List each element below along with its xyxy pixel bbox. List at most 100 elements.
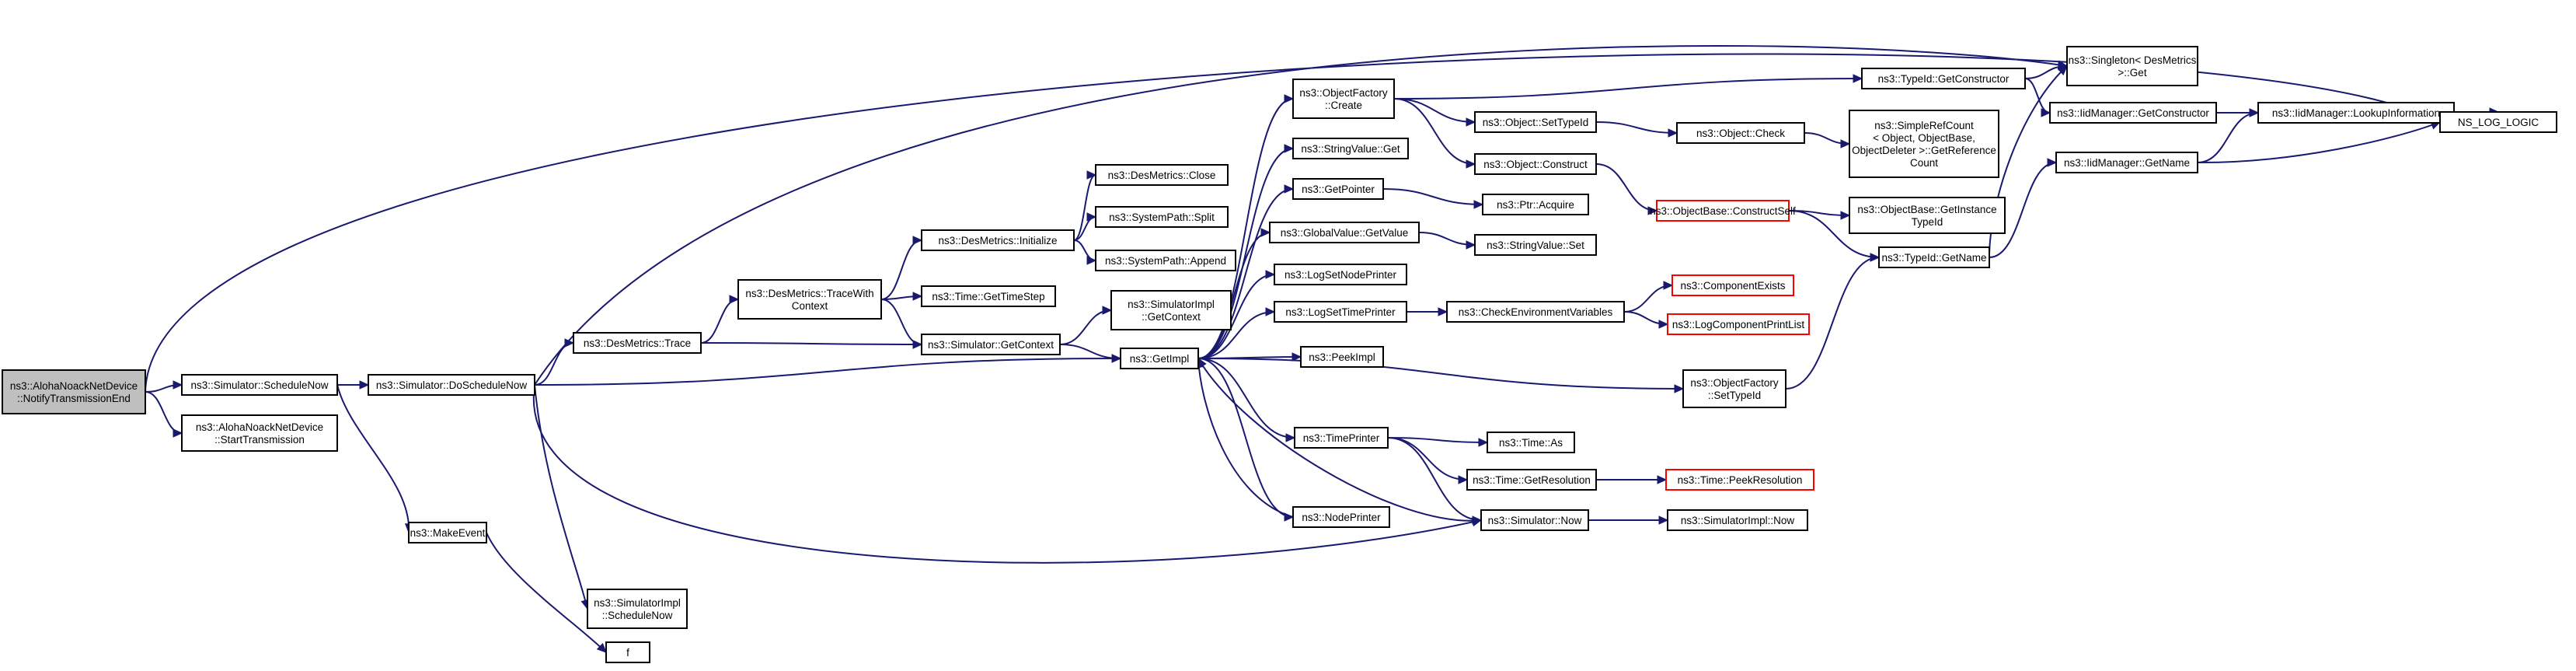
node-box [1466, 469, 1597, 491]
edge-line [145, 391, 183, 434]
node-box [1274, 264, 1407, 285]
node-f[interactable]: f [605, 641, 650, 663]
node-label: ns3::Simulator::ScheduleNow [190, 379, 328, 391]
edge-line [880, 299, 922, 345]
node-doSched[interactable]: ns3::Simulator::DoScheduleNow [368, 374, 535, 396]
edge-line [486, 532, 607, 653]
arrow-head [1102, 306, 1113, 315]
edge-getContext-to-getImpl [1059, 344, 1122, 363]
node-obConstruct[interactable]: ns3::ObjectBase::ConstructSelf [1650, 200, 1796, 222]
edge-timePrinter-to-getRes [1387, 437, 1469, 484]
arrow-head [912, 236, 923, 245]
node-checkEnv[interactable]: ns3::CheckEnvironmentVariables [1446, 301, 1625, 323]
node-svGet[interactable]: ns3::StringValue::Get [1292, 138, 1409, 159]
edge-line [1785, 257, 1880, 390]
node-nsLog[interactable]: NS_LOG_LOGIC [2439, 111, 2557, 133]
edge-line [1197, 358, 1482, 522]
node-schedNow[interactable]: ns3::Simulator::ScheduleNow [181, 374, 338, 396]
edge-getContext-to-implGetCtx [1059, 306, 1113, 345]
node-label: ns3::Time::As [1499, 437, 1563, 449]
node-implNow[interactable]: ns3::SimulatorImpl::Now [1667, 509, 1808, 531]
edge-line [2197, 112, 2259, 163]
node-logTime[interactable]: ns3::LogSetTimePrinter [1274, 301, 1407, 323]
node-timeAs[interactable]: ns3::Time::As [1487, 432, 1575, 453]
edge-line [880, 239, 922, 300]
node-iidLookup[interactable]: ns3::IidManager::LookupInformation [2257, 102, 2455, 124]
node-ptrAcquire[interactable]: ns3::Ptr::Acquire [1482, 194, 1589, 215]
edge-dmInit-to-spSplit [1073, 212, 1097, 241]
edge-dmInit-to-dmClose [1073, 170, 1097, 241]
arrow-head [1086, 170, 1097, 180]
node-singleton[interactable]: ns3::Singleton< DesMetrics >::Get [2066, 46, 2198, 86]
arrow-head [1284, 144, 1295, 153]
node-label: ns3::GlobalValue::GetValue [1281, 227, 1409, 239]
node-startTx[interactable]: ns3::AlohaNoackNetDevice::StartTransmiss… [181, 414, 338, 452]
edge-checkEnv-to-compExists [1623, 281, 1674, 313]
node-svSet[interactable]: ns3::StringValue::Set [1474, 234, 1597, 256]
node-label: ns3::Time::PeekResolution [1678, 474, 1803, 486]
node-box [2439, 111, 2557, 133]
edge-makeEvent-to-f [486, 532, 607, 653]
node-implSched[interactable]: ns3::SimulatorImpl::ScheduleNow [587, 589, 688, 629]
node-iidGetCons[interactable]: ns3::IidManager::GetConstructor [2049, 102, 2217, 124]
node-getRes[interactable]: ns3::Time::GetResolution [1466, 469, 1597, 491]
node-tidGetCons[interactable]: ns3::TypeId::GetConstructor [1861, 68, 2026, 89]
node-label: ns3::Ptr::Acquire [1497, 199, 1574, 211]
node-box [1120, 348, 1199, 369]
node-box [921, 285, 1056, 307]
arrow-head [1658, 320, 1669, 329]
edge-dmTrace-to-getContext [700, 340, 923, 349]
node-spSplit[interactable]: ns3::SystemPath::Split [1095, 206, 1229, 228]
node-box [1656, 200, 1790, 222]
node-objCheck[interactable]: ns3::Object::Check [1676, 122, 1805, 144]
node-dmTrace[interactable]: ns3::DesMetrics::Trace [573, 332, 702, 354]
node-makeEvent[interactable]: ns3::MakeEvent [408, 522, 487, 543]
node-label: ns3::LogSetNodePrinter [1285, 269, 1397, 281]
node-gvGetValue[interactable]: ns3::GlobalValue::GetValue [1269, 222, 1420, 243]
node-label: ns3::IidManager::GetConstructor [2057, 107, 2209, 119]
node-nodePrinter[interactable]: ns3::NodePrinter [1292, 506, 1390, 528]
node-implGetCtx[interactable]: ns3::SimulatorImpl::GetContext [1110, 290, 1232, 330]
arrow-head [1657, 475, 1668, 484]
node-dmClose[interactable]: ns3::DesMetrics::Close [1095, 164, 1229, 186]
node-timePrinter[interactable]: ns3::TimePrinter [1294, 427, 1389, 449]
arrow-head [1086, 212, 1097, 222]
node-root[interactable]: ns3::AlohaNoackNetDevice::NotifyTransmis… [2, 369, 146, 414]
node-label: ns3::MakeEvent [410, 527, 486, 539]
node-label: ObjectDeleter >::GetReference [1852, 145, 1996, 156]
node-simNow[interactable]: ns3::Simulator::Now [1480, 509, 1589, 531]
node-label: ns3::GetPointer [1302, 183, 1375, 195]
node-logNode[interactable]: ns3::LogSetNodePrinter [1274, 264, 1407, 285]
node-getImpl[interactable]: ns3::GetImpl [1120, 348, 1199, 369]
node-dmInit[interactable]: ns3::DesMetrics::Initialize [921, 229, 1075, 251]
edge-construct-to-obConstruct [1595, 163, 1658, 215]
node-getContext[interactable]: ns3::Simulator::GetContext [921, 334, 1061, 355]
arrow-head [1647, 206, 1658, 215]
node-peekImpl[interactable]: ns3::PeekImpl [1300, 346, 1384, 368]
arrow-head [1674, 384, 1685, 393]
node-logPrint[interactable]: ns3::LogComponentPrintList [1667, 313, 1810, 335]
arrow-head [1265, 307, 1276, 316]
node-ofCreate[interactable]: ns3::ObjectFactory::Create [1292, 79, 1395, 119]
node-srcDelete[interactable]: ns3::SimpleRefCount< Object, ObjectBase,… [1849, 110, 1999, 178]
arrow-head [1260, 228, 1271, 237]
node-spAppend[interactable]: ns3::SystemPath::Append [1095, 250, 1236, 271]
node-label: ::ScheduleNow [602, 610, 673, 621]
node-setTypeId[interactable]: ns3::Object::SetTypeId [1474, 111, 1597, 133]
node-construct[interactable]: ns3::Object::Construct [1474, 153, 1597, 175]
node-getPointer[interactable]: ns3::GetPointer [1292, 178, 1384, 200]
node-peekRes[interactable]: ns3::Time::PeekResolution [1665, 469, 1814, 491]
arrow-head [1086, 256, 1097, 265]
node-box [368, 374, 535, 396]
node-tidGetName[interactable]: ns3::TypeId::GetName [1878, 246, 1990, 268]
edge-line [1595, 121, 1678, 134]
edge-line [1595, 163, 1657, 211]
node-label: ns3::ObjectBase::GetInstance [1857, 204, 1996, 215]
node-getTimeStep[interactable]: ns3::Time::GetTimeStep [921, 285, 1056, 307]
edge-line [700, 342, 922, 345]
node-ofSetTid[interactable]: ns3::ObjectFactory::SetTypeId [1682, 369, 1786, 408]
node-iidGetName[interactable]: ns3::IidManager::GetName [2055, 152, 2198, 173]
node-compExists[interactable]: ns3::ComponentExists [1671, 274, 1794, 296]
